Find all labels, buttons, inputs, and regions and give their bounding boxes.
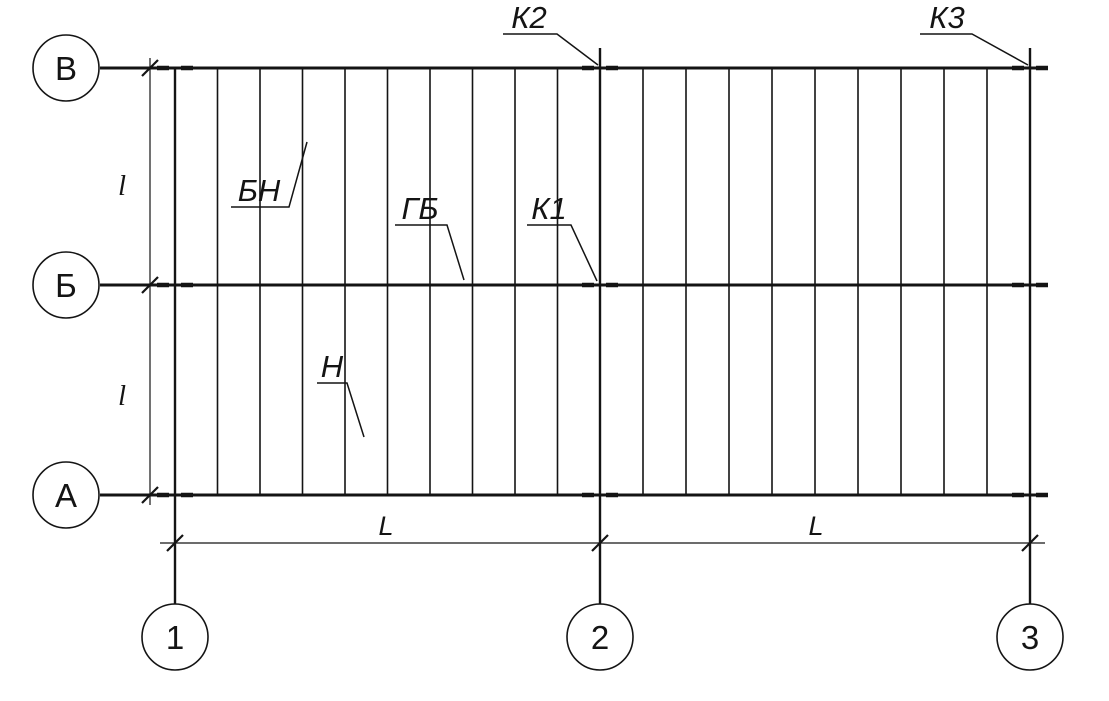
leader-k3 <box>920 33 1029 66</box>
col-axis-label-3: 3 <box>1021 619 1039 656</box>
col-axis-circle-1 <box>141 603 209 671</box>
col-axis-label-1: 1 <box>166 619 184 656</box>
annotation-k2: К2 <box>511 0 547 35</box>
column-axis-bubbles: 1 2 3 <box>141 603 1064 671</box>
row-axis-label-b: Б <box>55 267 77 304</box>
row-axis-label-v: В <box>55 50 77 87</box>
girder-lines <box>100 66 1043 497</box>
joist-lines <box>216 68 988 495</box>
row-axis-bubbles: В Б А <box>32 34 100 529</box>
leader-k2 <box>503 33 599 66</box>
col-axis-circle-3 <box>996 603 1064 671</box>
leader-lines <box>231 33 1029 438</box>
dim-label-span-1-2: L <box>378 511 393 541</box>
leader-n <box>317 382 365 438</box>
annotation-k1: К1 <box>531 191 567 226</box>
row-axis-circle-v <box>32 34 100 102</box>
dimension-labels: L L l l <box>118 170 824 541</box>
row-axis-label-a: А <box>55 477 77 514</box>
col-axis-label-2: 2 <box>591 619 609 656</box>
dim-label-bay-b-a: l <box>118 380 126 412</box>
dim-label-bay-v-b: l <box>118 170 126 202</box>
dim-label-span-2-3: L <box>808 511 823 541</box>
row-axis-circle-b <box>32 251 100 319</box>
column-axis-lines <box>173 48 1032 604</box>
row-axis-circle-a <box>32 461 100 529</box>
leader-k1 <box>527 224 598 282</box>
annotation-bn: БН <box>238 173 281 208</box>
col-axis-circle-2 <box>566 603 634 671</box>
annotation-gb: ГБ <box>401 191 438 226</box>
dimension-lines <box>141 58 1045 552</box>
annotation-n: Н <box>321 349 344 384</box>
element-annotations: К2 К3 БН ГБ К1 Н <box>238 0 965 384</box>
annotation-k3: К3 <box>929 0 965 35</box>
leader-gb <box>395 224 465 281</box>
leader-bn <box>231 141 308 208</box>
column-marks <box>157 65 1048 498</box>
